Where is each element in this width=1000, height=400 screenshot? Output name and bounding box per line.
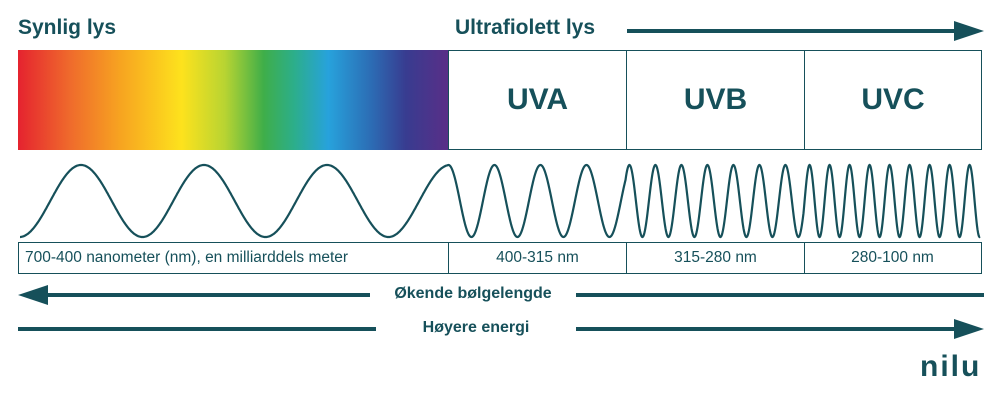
visible-light-title: Synlig lys bbox=[18, 16, 117, 39]
uvb-label: UVB bbox=[683, 83, 748, 116]
nilu-logo: nilu bbox=[920, 350, 982, 383]
ultraviolet-light-title: Ultrafiolett lys bbox=[455, 16, 596, 39]
uva-band: UVA bbox=[448, 50, 627, 150]
uvb-range-cell: 315-280 nm bbox=[627, 243, 805, 273]
wavelength-range-row: 700-400 nanometer (nm), en milliarddels … bbox=[18, 242, 982, 274]
uvc-range-text: 280-100 nm bbox=[851, 249, 934, 266]
wavelength-wave bbox=[20, 163, 981, 239]
visible-spectrum-gradient bbox=[18, 50, 449, 150]
uvc-band: UVC bbox=[804, 50, 982, 150]
uva-label: UVA bbox=[506, 83, 569, 116]
energy-arrow-label: Høyere energi bbox=[422, 319, 530, 336]
wavelength-arrow-label: Økende bølgelengde bbox=[394, 285, 552, 302]
wavelength-arrow-icon bbox=[18, 285, 984, 305]
uva-range-cell: 400-315 nm bbox=[449, 243, 627, 273]
uvc-label: UVC bbox=[861, 83, 925, 116]
uva-range-text: 400-315 nm bbox=[496, 249, 579, 266]
visible-range-text: 700-400 nanometer (nm), en milliarddels … bbox=[25, 249, 349, 266]
visible-range-cell: 700-400 nanometer (nm), en milliarddels … bbox=[19, 243, 449, 273]
energy-arrow-icon bbox=[18, 319, 984, 339]
uvc-range-cell: 280-100 nm bbox=[805, 243, 980, 273]
uvb-range-text: 315-280 nm bbox=[674, 249, 757, 266]
uv-arrow-icon bbox=[627, 21, 984, 41]
